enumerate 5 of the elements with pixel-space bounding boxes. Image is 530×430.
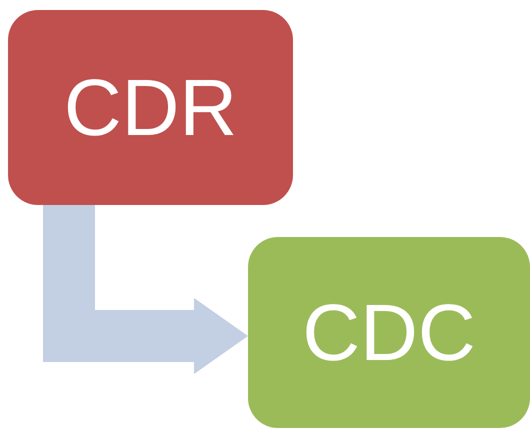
box-label: CDC [302,292,476,372]
bent-arrow [43,205,248,374]
process-box [8,10,293,205]
process-box [248,237,530,428]
box-label: CDR [64,68,238,148]
